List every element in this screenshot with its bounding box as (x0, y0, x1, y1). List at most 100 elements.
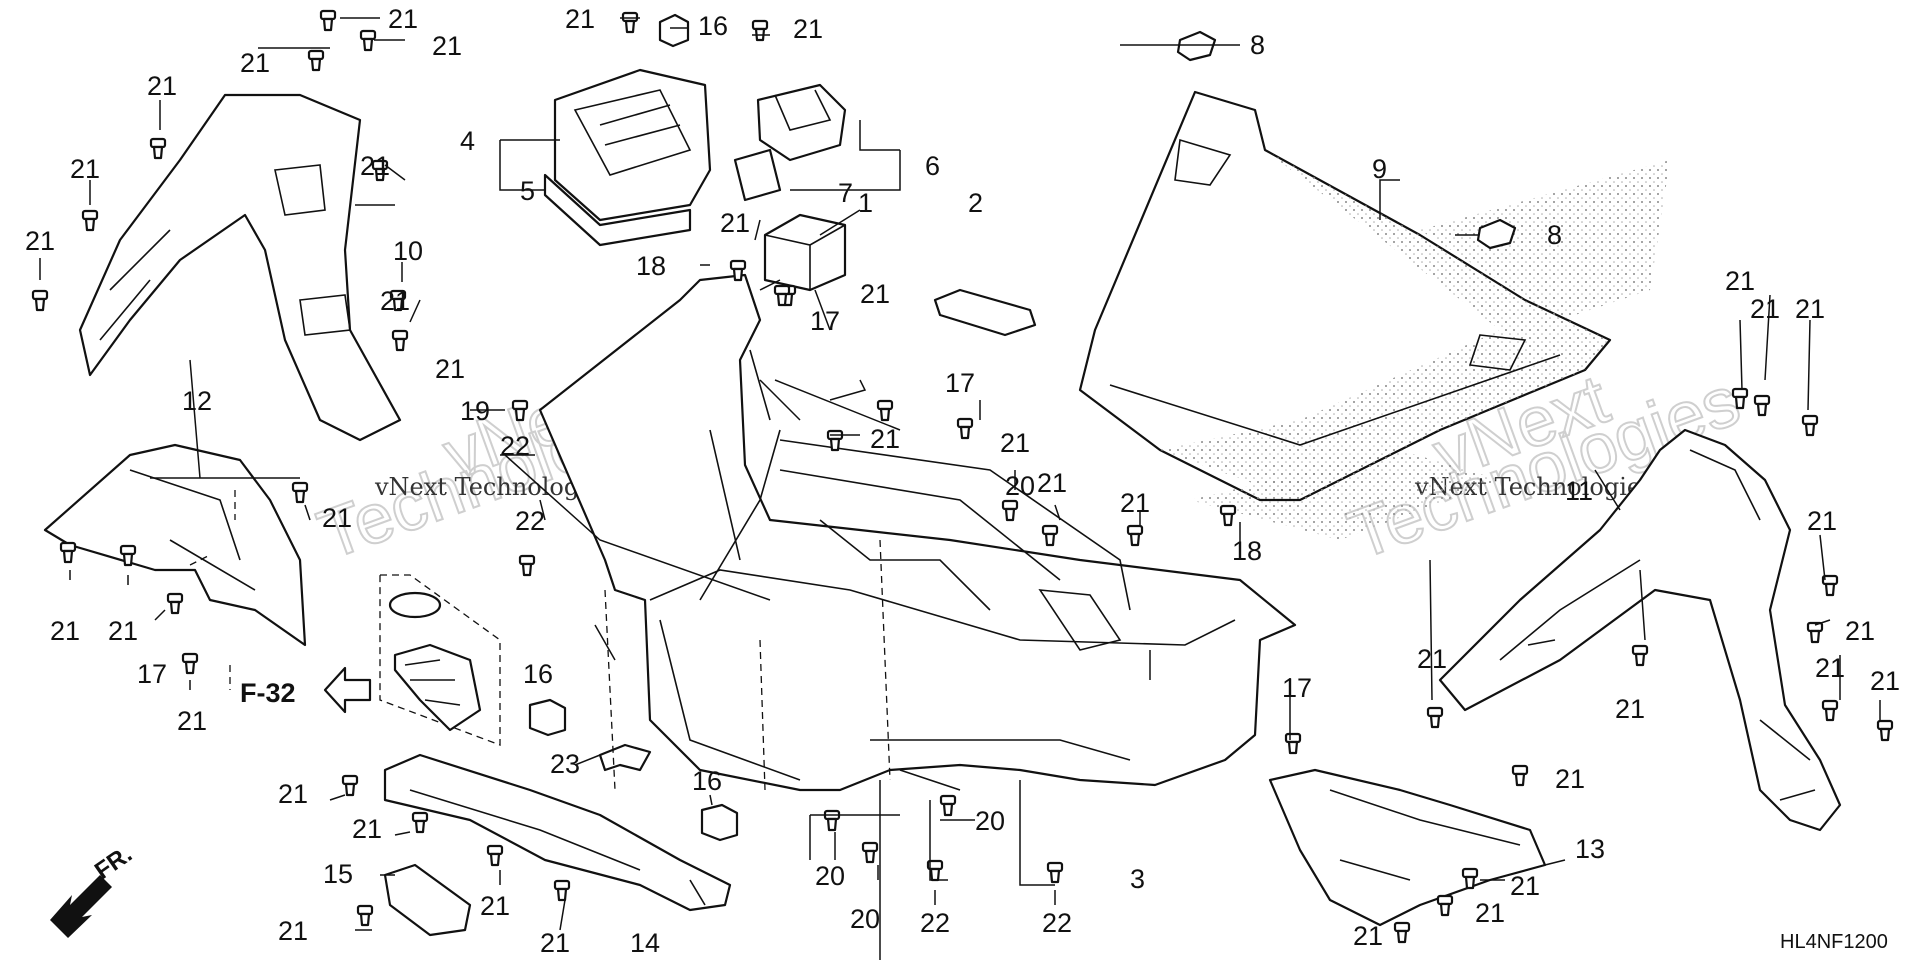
callout-21-n: 21 (565, 4, 595, 34)
callout-21-ai: 21 (278, 779, 308, 809)
callout-21-o: 21 (793, 14, 823, 44)
callout-17a: 17 (137, 659, 167, 689)
callout-14: 14 (630, 928, 660, 958)
callout-8a: 8 (1250, 30, 1265, 60)
part-10-left-panel (78, 93, 402, 442)
part-16-bushing-a (658, 13, 690, 48)
callout-21-l: 21 (108, 616, 138, 646)
part-6-bracket (756, 83, 847, 162)
callout-21-ab: 21 (1417, 644, 1447, 674)
reference-f32: F-32 (240, 666, 372, 714)
callout-16a: 16 (698, 11, 728, 41)
callout-labels: 1 2 3 4 5 6 7 8 8 9 10 11 12 13 14 15 16… (25, 4, 1900, 958)
callout-21-d: 21 (147, 71, 177, 101)
callout-20c: 20 (815, 861, 845, 891)
callout-16c: 16 (692, 766, 722, 796)
callout-20a: 20 (1005, 471, 1035, 501)
callout-10: 10 (393, 236, 423, 266)
callout-20d: 20 (850, 904, 880, 934)
callout-17d: 17 (1282, 673, 1312, 703)
callout-8b: 8 (1547, 220, 1562, 250)
callout-21-ag: 21 (1475, 898, 1505, 928)
part-11-right-panel (1438, 428, 1842, 832)
callout-22c: 22 (920, 908, 950, 938)
part-8-grommet-a (1176, 30, 1217, 62)
callout-21-z: 21 (1845, 616, 1875, 646)
callout-21-h: 21 (380, 286, 410, 316)
callout-7: 7 (838, 178, 853, 208)
callout-13: 13 (1575, 834, 1605, 864)
part-23-band (598, 743, 652, 772)
callout-21-i: 21 (435, 354, 465, 384)
callout-17c: 17 (945, 368, 975, 398)
callout-21-aj: 21 (352, 814, 382, 844)
part-12-left-splash-panel (43, 443, 307, 647)
callout-9: 9 (1372, 154, 1387, 184)
callout-21-u: 21 (1120, 488, 1150, 518)
part-2-plate (933, 288, 1037, 337)
callout-19: 19 (460, 396, 490, 426)
callout-21-c: 21 (432, 31, 462, 61)
callout-3: 3 (1130, 864, 1145, 894)
callout-21-k: 21 (50, 616, 80, 646)
leader-lines (39, 17, 1881, 960)
callout-21-q: 21 (860, 279, 890, 309)
callout-22b: 22 (515, 506, 545, 536)
callout-21-a: 21 (388, 4, 418, 34)
callout-4: 4 (460, 126, 475, 156)
callout-21-ak: 21 (480, 891, 510, 921)
callout-21-v: 21 (1725, 266, 1755, 296)
callout-11: 11 (1565, 476, 1593, 506)
callout-21-y: 21 (1807, 506, 1837, 536)
front-direction-indicator: FR. (50, 841, 137, 938)
part-16-bushing-c (700, 803, 739, 842)
callout-15: 15 (323, 859, 353, 889)
part-3-main-body (538, 273, 1297, 792)
part-15-plate (383, 863, 472, 937)
callout-1: 1 (858, 188, 873, 218)
callout-21-f: 21 (25, 226, 55, 256)
callout-21-x: 21 (1795, 294, 1825, 324)
part-1-relay (763, 213, 847, 292)
callout-21-b: 21 (240, 48, 270, 78)
callout-21-e: 21 (70, 154, 100, 184)
callout-21-r: 21 (870, 424, 900, 454)
part-9-top-cover (1078, 90, 1670, 540)
part-14-duct (383, 753, 732, 912)
callout-21-ah: 21 (1353, 921, 1383, 951)
callout-21-al: 21 (540, 928, 570, 958)
callout-21-m: 21 (177, 706, 207, 736)
callout-21-ae: 21 (1555, 764, 1585, 794)
callout-12: 12 (182, 386, 212, 416)
diagram-code: HL4NF1200 (1780, 931, 1888, 953)
callout-6: 6 (925, 151, 940, 181)
callout-2: 2 (968, 188, 983, 218)
callout-23: 23 (550, 749, 580, 779)
callout-21-s: 21 (1000, 428, 1030, 458)
callout-18a: 18 (636, 251, 666, 281)
callout-18b: 18 (1232, 536, 1262, 566)
callout-21-t: 21 (1037, 468, 1067, 498)
callout-21-w: 21 (1750, 294, 1780, 324)
callout-21-aa: 21 (1615, 694, 1645, 724)
part-13-right-splash-panel (1268, 768, 1547, 927)
part-8-grommet-b (1476, 218, 1517, 250)
callout-22a: 22 (500, 431, 530, 461)
front-direction-arrow-icon (50, 875, 112, 938)
part-7-pad (733, 148, 782, 202)
callout-21-af: 21 (1510, 871, 1540, 901)
callout-21-j: 21 (322, 503, 352, 533)
part-4-5-air-box (543, 68, 712, 247)
callout-21-p: 21 (720, 208, 750, 238)
callout-16b: 16 (523, 659, 553, 689)
reference-label: F-32 (240, 678, 296, 708)
callout-21-ad: 21 (1870, 666, 1900, 696)
callout-21-g: 21 (360, 151, 390, 181)
callout-21-am: 21 (278, 916, 308, 946)
callout-20b: 20 (975, 806, 1005, 836)
callout-5: 5 (520, 176, 535, 206)
inset-hose-box (379, 574, 501, 746)
callout-21-ac: 21 (1815, 653, 1845, 683)
part-16-bushing-b (528, 698, 567, 737)
